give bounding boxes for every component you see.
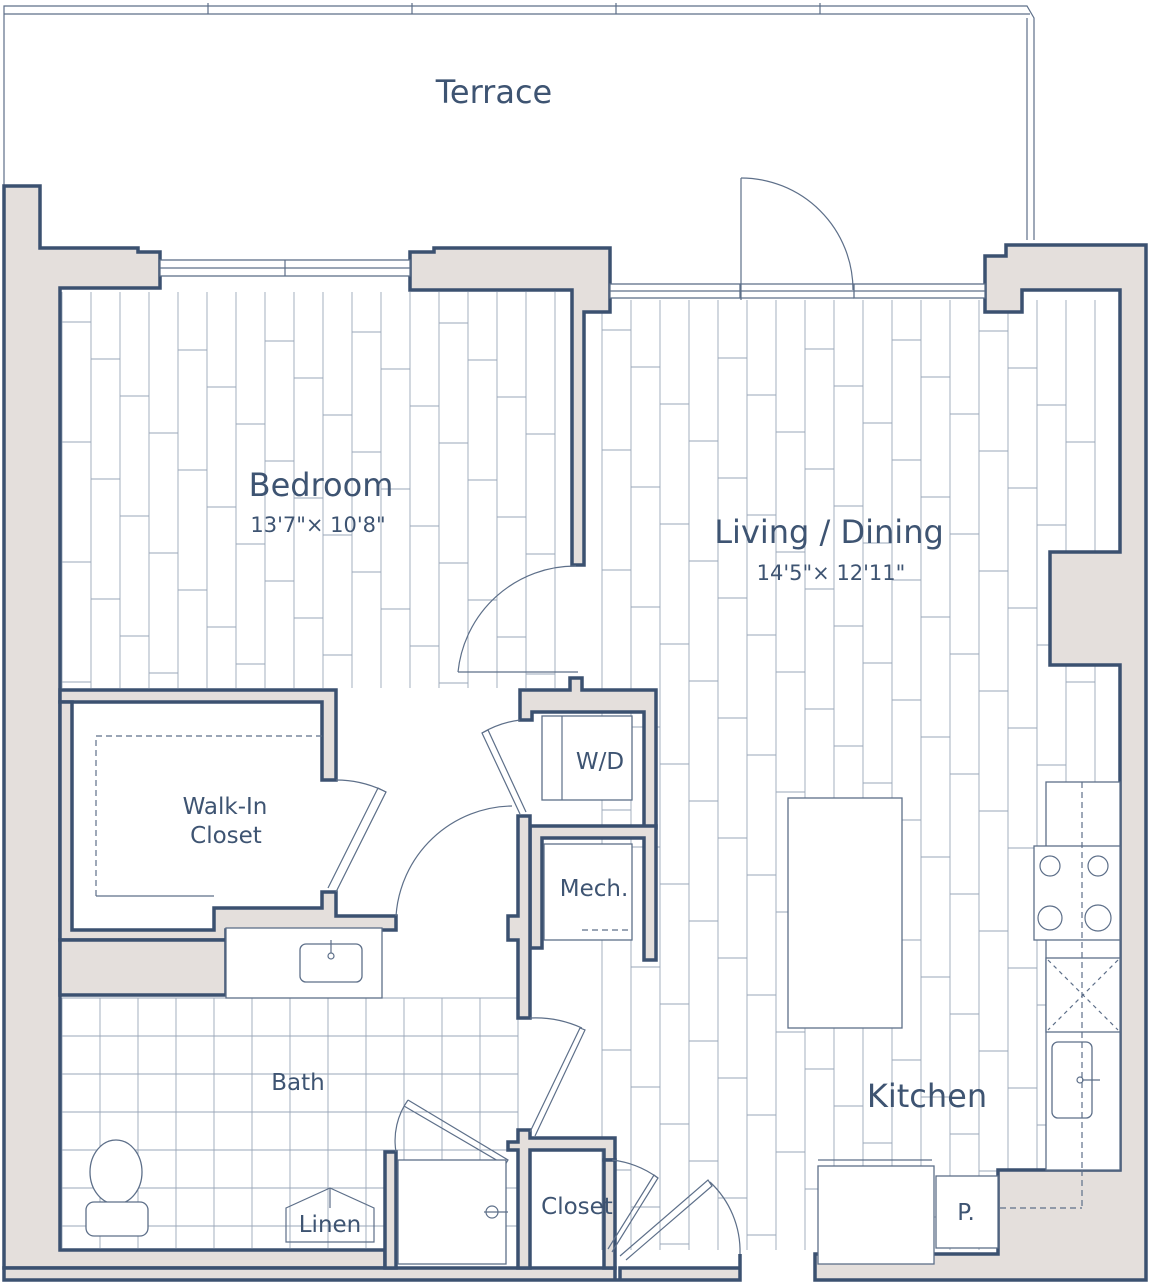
bedroom-label: Bedroom	[249, 466, 394, 504]
walkin-closet-label-line1: Walk-In	[183, 794, 268, 820]
burner-icon	[1037, 905, 1063, 931]
pantry-label: P.	[957, 1200, 975, 1226]
burner-icon	[1039, 855, 1061, 877]
mech-label: Mech.	[560, 876, 629, 902]
utility-fixtures	[541, 715, 633, 941]
walkin-shelving	[95, 735, 322, 897]
living-dining-dimensions: 14'5"× 12'11"	[757, 561, 906, 585]
bath-fixtures	[85, 927, 508, 1265]
bedroom-dimensions: 13'7"× 10'8"	[250, 513, 385, 537]
bath-label: Bath	[271, 1070, 324, 1096]
burner-icon	[1087, 855, 1109, 877]
pantry	[935, 1175, 999, 1249]
linen-shelf	[285, 1187, 375, 1243]
burner-icon	[1084, 904, 1112, 932]
kitchen-label: Kitchen	[867, 1077, 987, 1115]
closet-label: Closet	[541, 1194, 613, 1220]
shower-valve-icon	[485, 1205, 499, 1219]
linen-label: Linen	[299, 1212, 362, 1238]
cooktop	[1033, 845, 1121, 941]
kitchen-fixtures	[787, 781, 1121, 1265]
windows	[159, 259, 986, 299]
doors	[327, 177, 854, 1261]
walls	[2, 184, 1148, 1282]
terrace-label: Terrace	[435, 73, 552, 111]
refrigerator	[817, 1165, 935, 1265]
water-heater	[543, 843, 633, 941]
terrace-area	[3, 3, 1035, 240]
living-dining-label: Living / Dining	[714, 513, 944, 551]
kitchen-island	[787, 797, 903, 1029]
toilet-icon	[89, 1139, 143, 1205]
wd-label: W/D	[576, 749, 624, 775]
walkin-closet-label-line2: Closet	[190, 823, 262, 849]
washer-dryer	[541, 715, 633, 801]
